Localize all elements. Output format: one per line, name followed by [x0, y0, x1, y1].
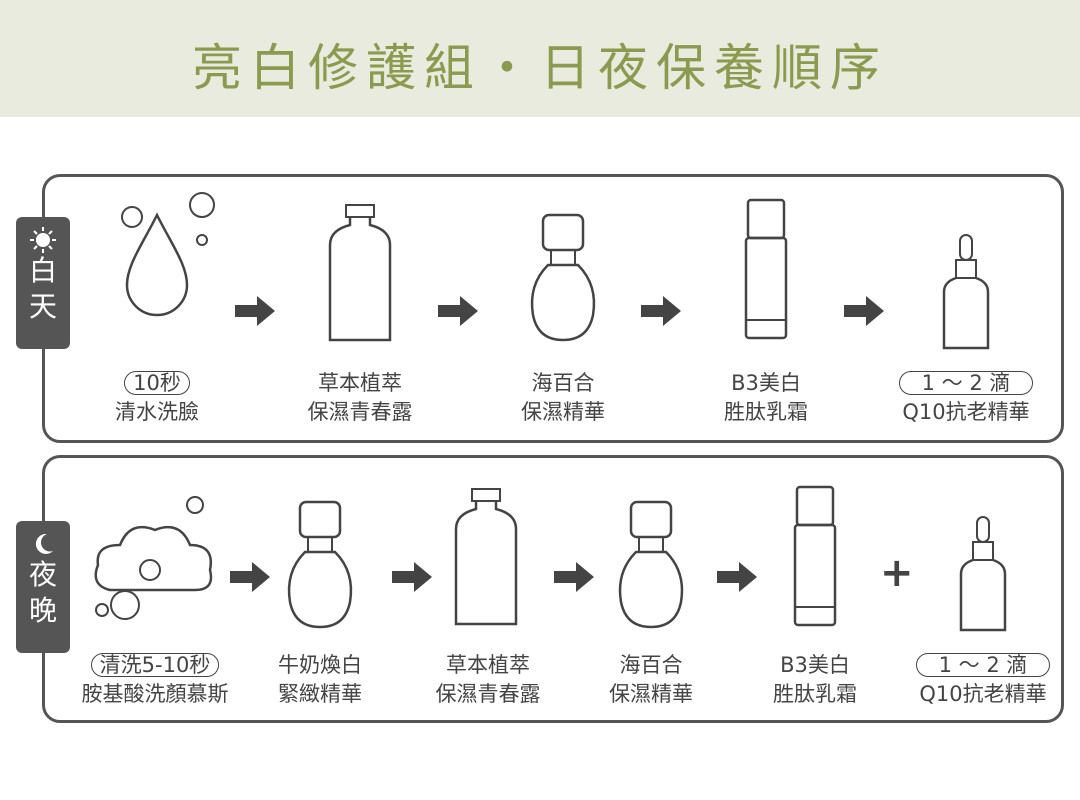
product-name: 牛奶煥白	[278, 653, 362, 677]
product-name: 胜肽乳霜	[773, 682, 857, 706]
night-step-label: 牛奶煥白緊緻精華	[210, 651, 430, 709]
arrow-right-icon	[235, 296, 275, 326]
night-step-label: 清洗5-10秒胺基酸洗顏慕斯	[45, 651, 265, 709]
day-tab-char: 天	[28, 290, 57, 323]
product-name: Q10抗老精華	[902, 400, 1030, 424]
dosage-pill: 1 ～ 2 滴	[915, 653, 1051, 677]
day-tab-char: 白	[28, 254, 57, 287]
dropper-bottle-icon	[942, 233, 990, 350]
sun-icon	[30, 227, 56, 253]
night-tab-char: 夜	[28, 558, 57, 591]
night-tab: 夜 晚	[16, 521, 70, 653]
day-step-label: 草本植萃保濕青春露	[250, 369, 470, 427]
product-name: 保濕青春露	[307, 400, 413, 424]
product-name: 草本植萃	[446, 653, 530, 677]
plus-icon: +	[880, 550, 914, 596]
water-drop-icon	[120, 191, 216, 317]
arrow-right-icon	[392, 562, 432, 592]
product-name: 保濕青春露	[435, 682, 541, 706]
product-name: Q10抗老精華	[919, 682, 1047, 706]
product-name: 胜肽乳霜	[724, 400, 808, 424]
arrow-right-icon	[554, 562, 594, 592]
product-name: B3美白	[780, 653, 850, 677]
day-tab: 白 天	[16, 217, 70, 349]
product-name: 清水洗臉	[115, 400, 199, 424]
day-step-label: 1 ～ 2 滴 Q10抗老精華	[856, 369, 1076, 427]
airless-bottle-icon	[744, 198, 788, 340]
product-name: 海百合	[531, 371, 595, 395]
night-step-label: 草本植萃保濕青春露	[378, 651, 598, 709]
pump-bottle-icon	[530, 213, 596, 342]
moon-icon	[35, 533, 53, 554]
page-title: 亮白修護組・日夜保養順序	[192, 39, 888, 97]
night-tab-char: 晚	[28, 594, 57, 627]
day-step-label: B3美白胜肽乳霜	[656, 369, 876, 427]
night-step-label: 海百合保濕精華	[541, 651, 761, 709]
arrow-right-icon	[641, 296, 681, 326]
duration-pill: 10秒	[124, 371, 190, 395]
toner-bottle-icon	[328, 203, 392, 342]
night-step-label: B3美白胜肽乳霜	[705, 651, 925, 709]
night-step-label: 1 ～ 2 滴 Q10抗老精華	[873, 651, 1080, 709]
product-name: 緊緻精華	[278, 682, 362, 706]
duration-pill: 清洗5-10秒	[90, 653, 220, 677]
product-name: 胺基酸洗顏慕斯	[81, 682, 229, 706]
product-name: 保濕精華	[609, 682, 693, 706]
product-name: B3美白	[731, 371, 801, 395]
arrow-right-icon	[717, 562, 757, 592]
header-band	[0, 0, 1080, 117]
arrow-right-icon	[230, 562, 270, 592]
arrow-right-icon	[438, 296, 478, 326]
product-name: 草本植萃	[318, 371, 402, 395]
product-name: 保濕精華	[521, 400, 605, 424]
day-step-label: 海百合保濕精華	[453, 369, 673, 427]
day-step-label: 10秒清水洗臉	[47, 369, 267, 427]
arrow-right-icon	[844, 296, 884, 326]
product-name: 海百合	[619, 653, 683, 677]
dosage-pill: 1 ～ 2 滴	[898, 371, 1034, 395]
